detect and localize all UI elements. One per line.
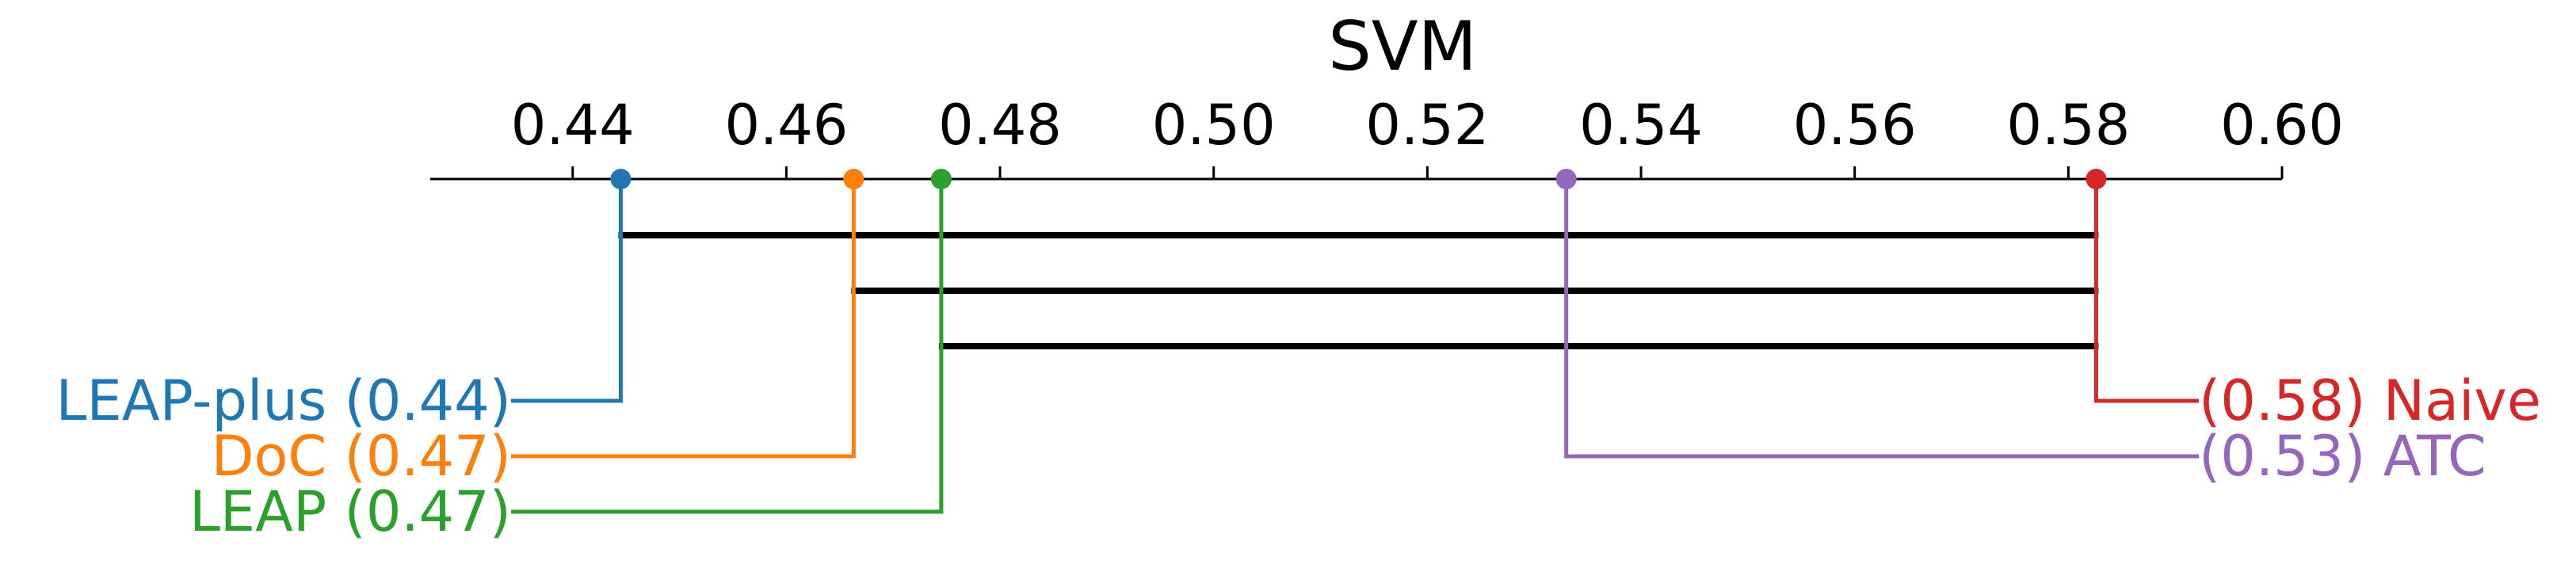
method-connector: [2093, 179, 2199, 403]
method-connector: [1564, 179, 2199, 459]
method-marker: [930, 169, 952, 189]
clique-bars: [618, 232, 2099, 349]
chart-title: SVM: [1328, 7, 1477, 86]
tick-label: 0.46: [724, 93, 848, 158]
method-connector: [511, 179, 944, 514]
method-connector: [511, 179, 623, 403]
tick-label: 0.58: [2006, 93, 2130, 158]
method-label: DoC (0.47): [212, 424, 511, 489]
axis: 0.44 0.46 0.48 0.50 0.52 0.54 0.56 0.58 0.60: [430, 93, 2344, 181]
method-marker: [2086, 169, 2107, 189]
tick-label: 0.56: [1793, 93, 1917, 158]
tick-label: 0.52: [1365, 93, 1489, 158]
method-connector: [511, 179, 856, 459]
tick-label: 0.54: [1579, 93, 1703, 158]
tick-label: 0.48: [938, 93, 1062, 158]
tick-label: 0.44: [511, 93, 635, 158]
tick-label: 0.50: [1152, 93, 1276, 158]
method-marker: [843, 169, 864, 189]
method-label: LEAP-plus (0.44): [56, 368, 512, 433]
tick-label: 0.60: [2220, 93, 2344, 158]
methods: LEAP-plus (0.44)DoC (0.47)LEAP (0.47) (0.…: [56, 169, 2541, 544]
method-label: LEAP (0.47): [189, 479, 511, 544]
method-marker: [610, 169, 632, 189]
method-label: (0.53) ATC: [2199, 424, 2486, 489]
method-marker: [1555, 169, 1577, 189]
method-label: (0.58) Naive: [2199, 368, 2541, 433]
